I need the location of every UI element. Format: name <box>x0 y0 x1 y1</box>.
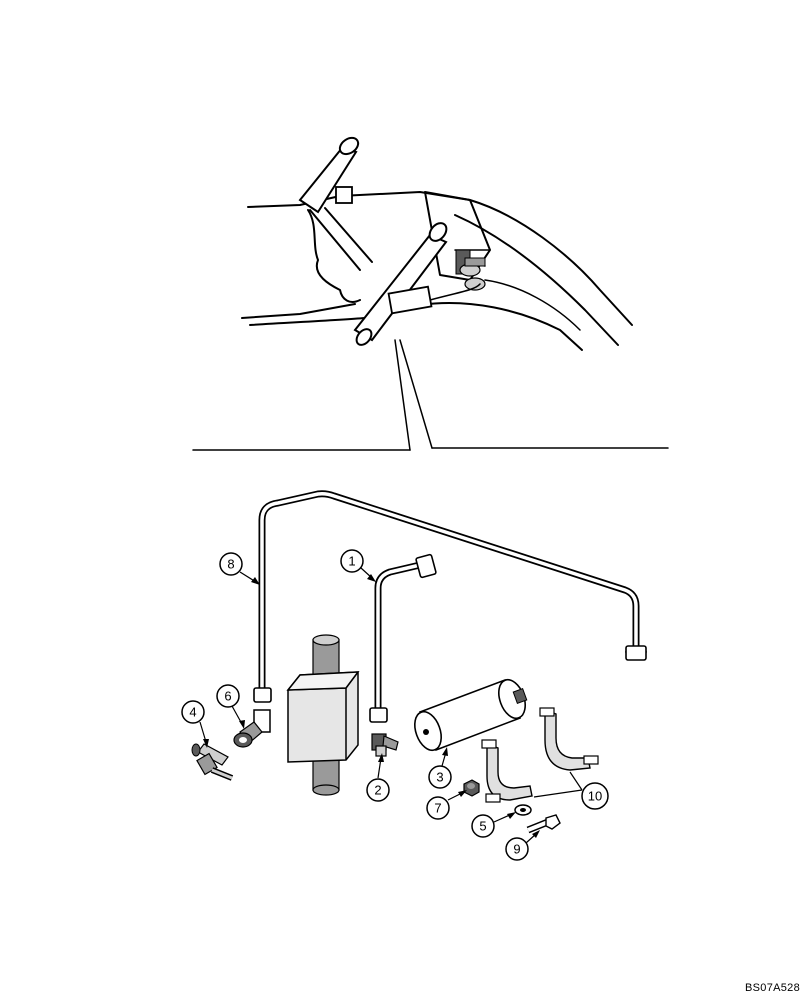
accumulator-3 <box>414 678 528 752</box>
tube-route <box>484 279 581 331</box>
reference-code: BS07A528 <box>745 982 800 994</box>
frame-bottom-curve <box>419 302 583 351</box>
callout-10-label: 10 <box>588 789 602 804</box>
lever-front <box>353 222 448 346</box>
leaders <box>199 567 583 844</box>
frame-lower-edge-2 <box>249 317 366 326</box>
callout-5: 5 <box>471 814 495 838</box>
callout-9: 9 <box>505 837 529 861</box>
tube-route-2 <box>429 283 481 301</box>
frame-inner-edge <box>454 214 619 346</box>
switch-fitting <box>455 249 486 291</box>
tube-8 <box>253 490 647 703</box>
callout-2-label: 2 <box>374 783 381 798</box>
frame-cutout <box>307 209 361 303</box>
callout-1: 1 <box>340 549 364 573</box>
callout-10: 10 <box>581 782 609 810</box>
clamp-10a <box>539 707 599 771</box>
installation-view <box>192 136 669 451</box>
washer-5 <box>514 804 532 816</box>
frame-top-edge <box>247 191 633 326</box>
callout-6-label: 6 <box>224 689 231 704</box>
nut-7 <box>463 779 480 797</box>
callout-2: 2 <box>366 778 390 802</box>
callout-7: 7 <box>426 796 450 820</box>
clamp-10b <box>481 739 533 803</box>
bolt-9 <box>526 814 561 834</box>
callout-1-label: 1 <box>348 554 355 569</box>
callout-7-label: 7 <box>434 801 441 816</box>
detail-pointer <box>394 339 433 451</box>
valve-block <box>286 634 360 796</box>
separator-line <box>192 447 669 451</box>
exploded-view: 1 2 3 4 5 6 7 8 <box>181 490 647 861</box>
callout-8-label: 8 <box>227 557 234 572</box>
callout-4: 4 <box>181 700 205 724</box>
callout-5-label: 5 <box>479 819 486 834</box>
fitting-4 <box>191 743 234 781</box>
callout-3-label: 3 <box>436 770 443 785</box>
fitting-6 <box>233 709 271 748</box>
callout-8: 8 <box>219 552 243 576</box>
callout-4-label: 4 <box>189 705 196 720</box>
frame-lower-edge <box>241 303 356 319</box>
callout-9-label: 9 <box>513 842 520 857</box>
callout-6: 6 <box>216 684 240 708</box>
fitting-2 <box>371 733 399 757</box>
tube-1 <box>369 553 437 723</box>
callout-3: 3 <box>428 765 452 789</box>
lever-rear <box>298 136 373 271</box>
